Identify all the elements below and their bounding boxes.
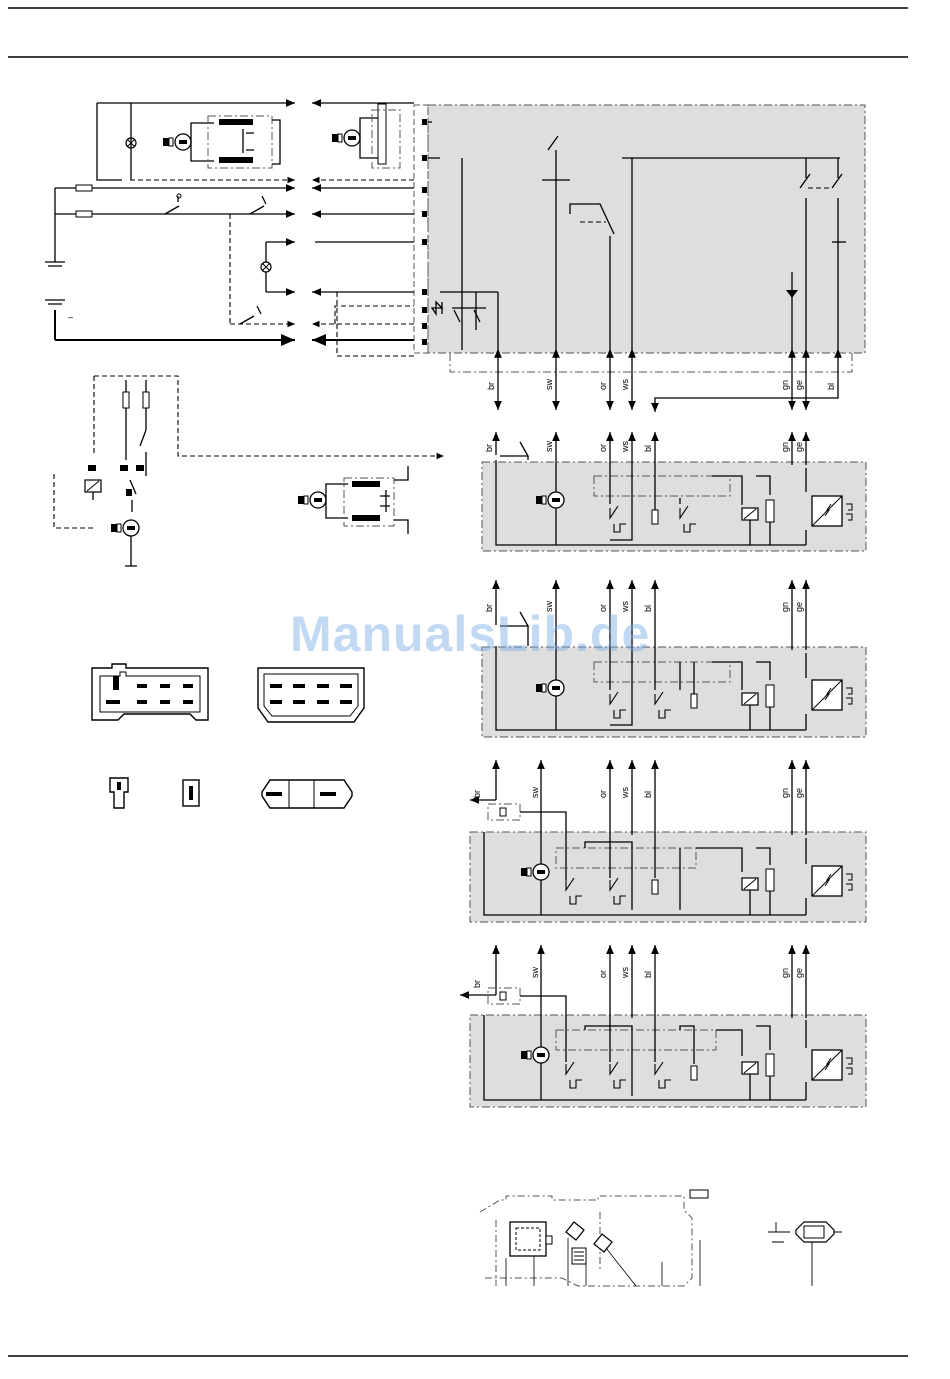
wire-label: or: [598, 790, 608, 798]
door-module-4: br sw or ws bl gn ge: [460, 945, 866, 1107]
wire-label: or: [598, 444, 608, 452]
wire-label: br: [472, 790, 482, 798]
wire-label: br: [472, 980, 482, 988]
wire-label: ws: [620, 787, 630, 799]
wire-label: bl: [826, 383, 836, 390]
wire-label: ge: [794, 442, 804, 452]
wire-label: gn: [780, 788, 790, 798]
wire-label: or: [598, 970, 608, 978]
component-location-drawing: [480, 1190, 842, 1286]
connector-pins: [422, 119, 427, 345]
watermark-text: ManualsLib.de: [290, 605, 650, 663]
wire-label: gn: [780, 380, 790, 390]
wire-label: or: [598, 382, 608, 390]
wire-label: sw: [544, 379, 554, 391]
connector-drawings: [92, 664, 364, 808]
lock-actuator-left: [163, 116, 280, 168]
wire-label: gn: [780, 602, 790, 612]
indicator-lamp-icon: [261, 262, 271, 272]
wire-label: ge: [794, 380, 804, 390]
wire-label: sw: [530, 967, 540, 979]
wire-label: bl: [643, 791, 653, 798]
ground-sign: –: [68, 312, 73, 322]
wire-label: br: [484, 444, 494, 452]
wire-label: ge: [794, 968, 804, 978]
wire-label: ws: [620, 379, 630, 391]
wire-label: gn: [780, 442, 790, 452]
wire-label: bl: [643, 971, 653, 978]
connector-strip: [414, 105, 428, 353]
fuses: [76, 185, 92, 217]
lock-actuator-right: [332, 104, 400, 168]
central-control-unit: [428, 105, 865, 353]
door-module-1: br sw or ws bl gn ge: [482, 432, 866, 551]
wire-label: bl: [643, 445, 653, 452]
wire-label: br: [486, 382, 496, 390]
wire-label: sw: [544, 441, 554, 453]
wire-label: ge: [794, 602, 804, 612]
wire-label: sw: [530, 787, 540, 799]
wire-label: ge: [794, 788, 804, 798]
door-module-3: br sw or ws bl gn ge: [470, 760, 866, 922]
wire-label: ws: [620, 967, 630, 979]
actuator-mid: [298, 466, 408, 534]
relay-fuse-group: [54, 376, 444, 566]
top-wire-labels: br sw or ws gn ge bl: [486, 379, 836, 392]
wire-label: ws: [620, 441, 630, 453]
wire-label: gn: [780, 968, 790, 978]
